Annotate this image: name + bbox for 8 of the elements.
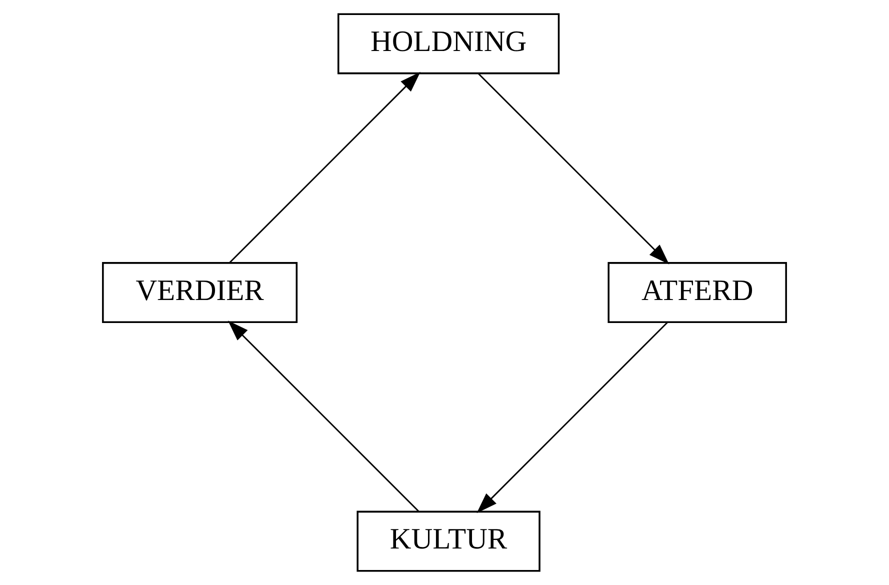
arrow (228, 320, 420, 512)
node-box: KULTUR (356, 510, 540, 572)
arrow (478, 73, 670, 264)
arrow (476, 322, 668, 514)
node-box: HOLDNING (337, 13, 560, 74)
node-box: ATFERD (608, 262, 787, 323)
arrow (229, 72, 420, 264)
node-box: VERDIER (102, 262, 298, 323)
